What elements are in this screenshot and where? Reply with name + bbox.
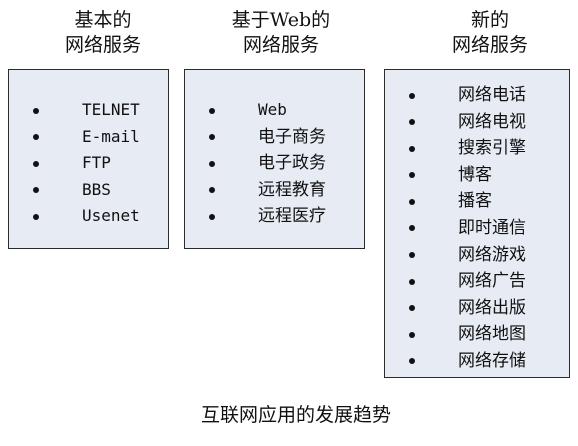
bullet-icon — [209, 187, 215, 194]
bullet-icon — [409, 278, 415, 285]
bullet-icon — [33, 160, 39, 167]
column-title-line: 基本的 — [74, 9, 132, 31]
service-list: Web 电子商务 电子政务 远程教育 远程医疗 — [185, 70, 364, 230]
service-name: 网络广告 — [458, 271, 526, 292]
service-name: 远程教育 — [258, 179, 326, 200]
service-list: 网络电话 网络电视 搜索引擎 博客 播客 即时通信 网络游戏 网络广告 网络出版… — [385, 70, 569, 375]
list-item: 电子商务 — [185, 124, 364, 151]
bullet-icon — [209, 107, 215, 114]
service-name: 网络电话 — [458, 85, 526, 105]
column-title-line: 网络服务 — [242, 34, 319, 56]
column-title-basic: 基本的 网络服务 — [38, 8, 168, 58]
bullet-icon — [33, 187, 39, 194]
column-title-line: 网络服务 — [451, 34, 528, 56]
service-name: 网络存储 — [458, 350, 526, 371]
list-item: 博客 — [385, 162, 569, 189]
service-name: Web — [258, 100, 287, 119]
column-title-line: 基于Web的 — [231, 9, 331, 31]
bullet-icon — [33, 107, 39, 114]
bullet-icon — [409, 198, 415, 205]
list-item: 播客 — [385, 188, 569, 215]
service-name: BBS — [82, 179, 111, 199]
service-name: 网络出版 — [458, 297, 526, 318]
service-name: 即时通信 — [458, 217, 526, 238]
panel-web-services: Web 电子商务 电子政务 远程教育 远程医疗 — [184, 69, 365, 249]
column-title-new: 新的 网络服务 — [425, 8, 555, 58]
service-name: 博客 — [458, 164, 492, 185]
column-title-line: 网络服务 — [64, 34, 141, 56]
service-list: TELNET E-mail FTP BBS Usenet — [9, 70, 168, 230]
bullet-icon — [409, 145, 415, 152]
list-item: 网络存储 — [385, 348, 569, 375]
service-name: Usenet — [82, 206, 140, 226]
service-name: 网络地图 — [458, 324, 526, 345]
bullet-icon — [409, 172, 415, 179]
list-item: 网络电视 — [385, 109, 569, 136]
list-item: 即时通信 — [385, 215, 569, 242]
bullet-icon — [33, 213, 39, 220]
service-name: 网络电视 — [458, 111, 526, 132]
panel-new-services: 网络电话 网络电视 搜索引擎 博客 播客 即时通信 网络游戏 网络广告 网络出版… — [384, 69, 570, 378]
bullet-icon — [33, 134, 39, 141]
list-item: 搜索引擎 — [385, 135, 569, 162]
list-item: BBS — [9, 177, 168, 204]
list-item: 网络出版 — [385, 295, 569, 322]
bullet-icon — [409, 358, 415, 365]
bullet-icon — [409, 225, 415, 232]
service-name: 播客 — [458, 191, 492, 212]
bullet-icon — [409, 119, 415, 126]
list-item: 远程教育 — [185, 177, 364, 204]
bullet-icon — [409, 331, 415, 338]
panel-basic-services: TELNET E-mail FTP BBS Usenet — [8, 69, 169, 249]
service-name: 电子政务 — [258, 153, 326, 174]
list-item: 电子政务 — [185, 150, 364, 177]
column-title-line: 新的 — [470, 9, 509, 31]
list-item: 网络广告 — [385, 268, 569, 295]
bullet-icon — [209, 134, 215, 141]
list-item: E-mail — [9, 124, 168, 151]
list-item: 网络游戏 — [385, 242, 569, 269]
service-name: 搜索引擎 — [458, 138, 526, 159]
bullet-icon — [409, 92, 415, 99]
list-item: 远程医疗 — [185, 203, 364, 230]
list-item: 网络电话 — [385, 82, 569, 109]
bullet-icon — [409, 252, 415, 259]
figure-caption: 互联网应用的发展趋势 — [200, 404, 391, 426]
bullet-icon — [409, 305, 415, 312]
list-item: TELNET — [9, 97, 168, 124]
service-name: FTP — [82, 153, 111, 173]
list-item: Web — [185, 97, 364, 124]
bullet-icon — [209, 213, 215, 220]
list-item: FTP — [9, 150, 168, 177]
column-title-web: 基于Web的 网络服务 — [212, 8, 350, 58]
service-name: 电子商务 — [258, 126, 326, 147]
bullet-icon — [209, 160, 215, 167]
list-item: Usenet — [9, 203, 168, 230]
service-name: TELNET — [82, 100, 140, 119]
service-name: 网络游戏 — [458, 244, 526, 265]
list-item: 网络地图 — [385, 321, 569, 348]
service-name: E-mail — [82, 126, 140, 146]
service-name: 远程医疗 — [258, 206, 326, 227]
